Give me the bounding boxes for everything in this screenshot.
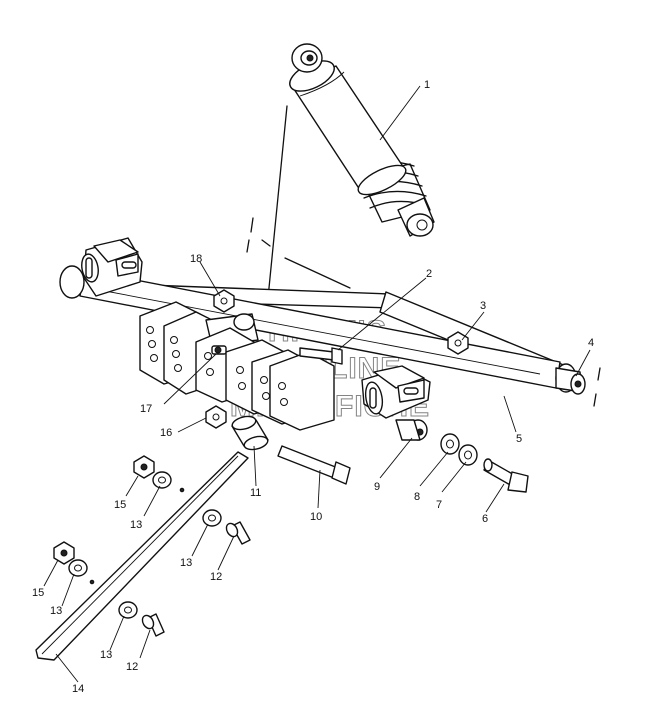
callout-labels: 1 2 3 4 5 6 7 8 9 10 11 12 12 13 13 13 1… (32, 79, 594, 695)
callout-17: 17 (140, 403, 152, 415)
leader-lines (43, 85, 591, 683)
callout-11: 11 (250, 487, 261, 499)
nut-3-part (447, 331, 469, 355)
spacer-11-part (231, 415, 269, 451)
callout-18: 18 (190, 253, 202, 265)
washer-8-part (440, 433, 460, 455)
washer-13b-part (202, 509, 222, 527)
callout-15a: 15 (114, 499, 126, 511)
washer-7-part (458, 444, 478, 466)
wear-strip-14-part (35, 451, 249, 661)
bolt-12b-part (141, 613, 165, 637)
bolt-6-part (483, 458, 529, 493)
bolt-12a-part (225, 521, 251, 545)
callout-13b: 13 (180, 557, 192, 569)
shock-absorber-part (289, 43, 435, 237)
callout-12a: 12 (210, 571, 222, 583)
callout-13a: 13 (130, 519, 142, 531)
washer-13a-part (152, 471, 172, 489)
washer-13c-part (68, 559, 88, 577)
washer-13d-part (118, 601, 138, 619)
callout-14: 14 (72, 683, 84, 695)
nut-16-part (205, 405, 227, 429)
callout-2: 2 (426, 268, 432, 280)
reference-lines (246, 105, 601, 407)
nut-18-part (213, 289, 235, 313)
nut-15a-part (133, 455, 155, 479)
right-pivot-bracket (361, 365, 431, 441)
mounting-plates-part (139, 301, 335, 431)
rail-frame-part (59, 265, 586, 395)
nut-15b-part (53, 541, 75, 565)
callout-10: 10 (310, 511, 322, 523)
callout-8: 8 (414, 491, 420, 503)
bolt-10-part (277, 445, 351, 485)
callout-13c: 13 (50, 605, 62, 617)
callout-16: 16 (160, 427, 172, 439)
callout-13d: 13 (100, 649, 112, 661)
callout-15b: 15 (32, 587, 44, 599)
bolt-2-part (299, 347, 343, 365)
callout-3: 3 (480, 300, 486, 312)
callout-4: 4 (588, 337, 594, 349)
callout-12b: 12 (126, 661, 138, 673)
left-pivot-bracket (81, 237, 143, 297)
callout-7: 7 (436, 499, 442, 511)
callout-5: 5 (516, 433, 522, 445)
callout-1: 1 (424, 79, 430, 91)
callout-6: 6 (482, 513, 488, 525)
callout-9: 9 (374, 481, 380, 493)
